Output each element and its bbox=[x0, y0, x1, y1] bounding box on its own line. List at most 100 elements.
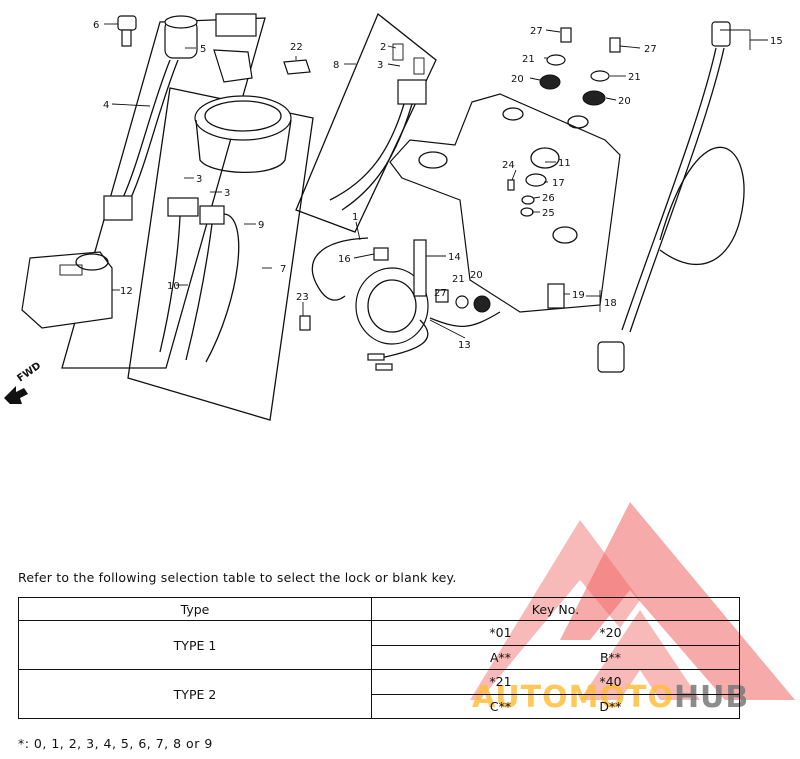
washer-25 bbox=[520, 207, 534, 217]
cushion-20-right bbox=[582, 90, 606, 106]
key-cell: *01 *20 bbox=[371, 620, 740, 646]
screw-24 bbox=[507, 179, 515, 191]
leader-lines bbox=[104, 23, 768, 339]
fwd-label: FWD bbox=[15, 360, 43, 384]
callout-1: 1 bbox=[352, 212, 358, 223]
table-header-row: Type Key No. bbox=[18, 597, 740, 621]
callout-21-mid: 21 bbox=[452, 274, 465, 285]
type-cell: TYPE 2 bbox=[18, 669, 372, 719]
header-type: Type bbox=[18, 597, 372, 621]
parts-diagram: FWD bbox=[4, 12, 783, 421]
key-value: B** bbox=[599, 649, 622, 665]
key-selection-table: Type Key No. TYPE 1 *01 *20 A** B** TYPE 2… bbox=[18, 597, 740, 719]
key-value: *40 bbox=[599, 674, 622, 690]
callout-27-right: 27 bbox=[644, 44, 657, 55]
key-part bbox=[117, 15, 137, 47]
ground-wire-1 bbox=[311, 237, 369, 301]
callout-25: 25 bbox=[542, 208, 555, 219]
meter-bracket-part bbox=[389, 93, 621, 313]
callout-7: 7 bbox=[280, 264, 286, 275]
callout-17: 17 bbox=[552, 178, 565, 189]
bolt-23 bbox=[299, 315, 311, 331]
callout-3-upper: 3 bbox=[377, 60, 383, 71]
nut-26 bbox=[521, 195, 535, 205]
callout-labels: 1 2 3 3 3 4 5 6 7 8 9 10 11 12 13 14 15 … bbox=[93, 20, 783, 351]
table-row: C** D** bbox=[19, 693, 740, 719]
speedometer-bezel bbox=[194, 95, 292, 141]
bolt-27-top bbox=[560, 27, 572, 43]
cushion-20 bbox=[539, 74, 561, 90]
cable-end-fitting bbox=[597, 341, 625, 373]
washer-21-right bbox=[590, 70, 610, 82]
key-cell: A** B** bbox=[371, 644, 740, 670]
wire-10 bbox=[159, 215, 181, 353]
callout-20-mid: 20 bbox=[470, 270, 483, 281]
callout-6: 6 bbox=[93, 20, 99, 31]
panel-ignition-switch bbox=[61, 13, 266, 369]
callout-20-right: 20 bbox=[618, 96, 631, 107]
indicator-box-part bbox=[21, 251, 113, 329]
table-row: TYPE 2 *21 *40 bbox=[18, 669, 740, 719]
fwd-indicator: FWD bbox=[4, 360, 43, 404]
speedometer-cable-part bbox=[597, 21, 745, 373]
ignition-switch-top bbox=[164, 15, 198, 29]
callout-27-top: 27 bbox=[530, 26, 543, 37]
panel-speedometer bbox=[127, 87, 314, 421]
bolt-27-right bbox=[609, 37, 621, 53]
switch-cable-2 bbox=[129, 59, 179, 201]
panel-bulb-wire bbox=[295, 12, 437, 233]
bulb-socket bbox=[167, 197, 199, 217]
callout-2: 2 bbox=[380, 42, 386, 53]
callout-3-left: 3 bbox=[196, 174, 202, 185]
wire-9 bbox=[185, 223, 213, 361]
speedometer-body bbox=[195, 119, 292, 174]
bulb-socket-8 bbox=[397, 79, 427, 105]
horn-part bbox=[355, 267, 501, 371]
callout-9: 9 bbox=[258, 220, 264, 231]
callout-23: 23 bbox=[296, 292, 309, 303]
cushion-20-mid bbox=[473, 295, 491, 313]
callout-22: 22 bbox=[290, 42, 303, 53]
selection-instructions: Refer to the following selection table t… bbox=[18, 570, 457, 585]
key-cell: C** D** bbox=[371, 693, 740, 719]
switch-connector bbox=[103, 195, 133, 221]
cable-loop bbox=[659, 146, 745, 266]
key-value: A** bbox=[489, 649, 512, 665]
panel-outline-8 bbox=[295, 12, 437, 233]
clamp-19 bbox=[547, 283, 565, 309]
key-value: D** bbox=[599, 698, 622, 714]
header-key-no: Key No. bbox=[371, 597, 740, 621]
callout-4: 4 bbox=[103, 100, 109, 111]
callout-5: 5 bbox=[200, 44, 206, 55]
key-value: *01 bbox=[489, 625, 512, 641]
footnote: *: 0, 1, 2, 3, 4, 5, 6, 7, 8 or 9 bbox=[18, 736, 213, 751]
part-22-shape bbox=[283, 59, 311, 75]
callout-16: 16 bbox=[338, 254, 351, 265]
callout-18: 18 bbox=[604, 298, 617, 309]
callout-8: 8 bbox=[333, 60, 339, 71]
key-value: C** bbox=[489, 698, 512, 714]
type-cell: TYPE 1 bbox=[18, 620, 372, 670]
callout-3-right: 3 bbox=[224, 188, 230, 199]
callout-12: 12 bbox=[120, 286, 133, 297]
bolt-27-mid bbox=[435, 289, 449, 303]
callout-13: 13 bbox=[458, 340, 471, 351]
callout-14: 14 bbox=[448, 252, 461, 263]
key-value: *20 bbox=[599, 625, 622, 641]
key-value: *21 bbox=[489, 674, 512, 690]
washer-21 bbox=[546, 54, 566, 66]
wire-8 bbox=[329, 103, 405, 201]
clip-16 bbox=[373, 247, 389, 261]
callout-20-top: 20 bbox=[511, 74, 524, 85]
wire-8b bbox=[341, 103, 413, 211]
grommet-11 bbox=[530, 147, 560, 169]
callout-11: 11 bbox=[558, 158, 571, 169]
wire-9b bbox=[205, 213, 240, 363]
callout-19: 19 bbox=[572, 290, 585, 301]
horn-wire bbox=[379, 319, 429, 359]
horn-bracket-14 bbox=[413, 239, 427, 297]
callout-15: 15 bbox=[770, 36, 783, 47]
callout-21-right: 21 bbox=[628, 72, 641, 83]
callout-27-mid: 27 bbox=[434, 288, 447, 299]
fasteners-group bbox=[539, 27, 621, 106]
